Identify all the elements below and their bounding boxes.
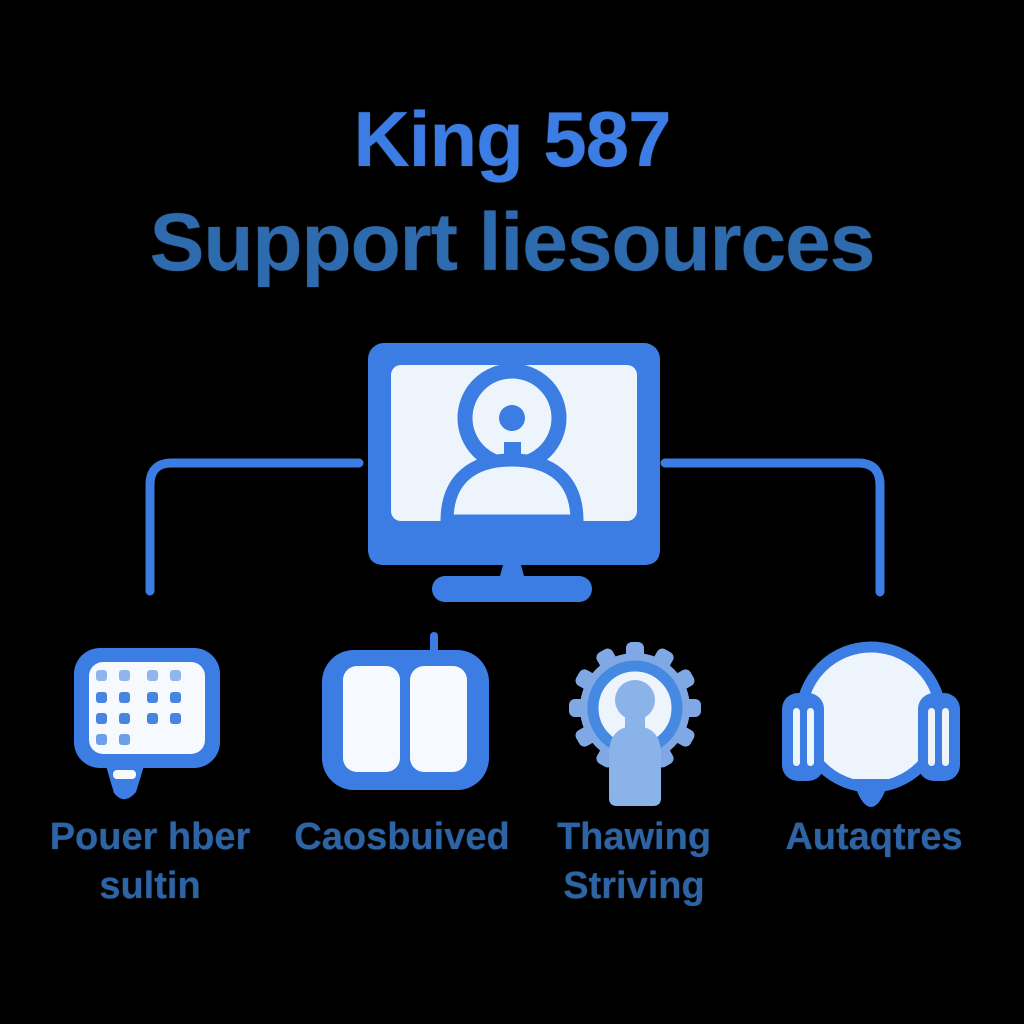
item-label-2: Caosbuived: [242, 813, 562, 862]
video-call-monitor-icon: [360, 338, 665, 603]
dual-cards-icon: [318, 632, 493, 792]
keypad-buttons: [96, 670, 181, 745]
title-line-2: Support liesources: [149, 197, 876, 288]
item-label-3-line-1: Thawing: [556, 816, 712, 858]
user-gear-icon: [568, 638, 703, 806]
title-line-1: King 587: [353, 95, 671, 183]
connector-right: [660, 458, 885, 597]
monitor-stand-base: [432, 576, 592, 602]
item-label-2-line-1: Caosbuived: [294, 816, 510, 858]
person-silhouette: [609, 680, 661, 806]
item-label-3-line-2: Striving: [563, 865, 705, 907]
item-label-1-line-2: sultin: [99, 865, 201, 907]
item-label-4: Autaqtres: [714, 813, 1024, 862]
keypad-icon: [66, 642, 226, 807]
headset-left-earcup: [782, 693, 824, 781]
headset-mic-chin: [853, 779, 889, 807]
connector-left: [145, 458, 364, 596]
person-shoulders-icon: [440, 453, 584, 528]
headset-right-earcup: [918, 693, 960, 781]
item-label-1-line-1: Pouer hber: [49, 816, 251, 858]
item-label-4-line-1: Autaqtres: [785, 816, 963, 858]
item-label-3: Thawing Striving: [474, 813, 794, 911]
headset-icon: [780, 636, 962, 810]
item-label-1: Pouer hber sultin: [0, 813, 310, 911]
